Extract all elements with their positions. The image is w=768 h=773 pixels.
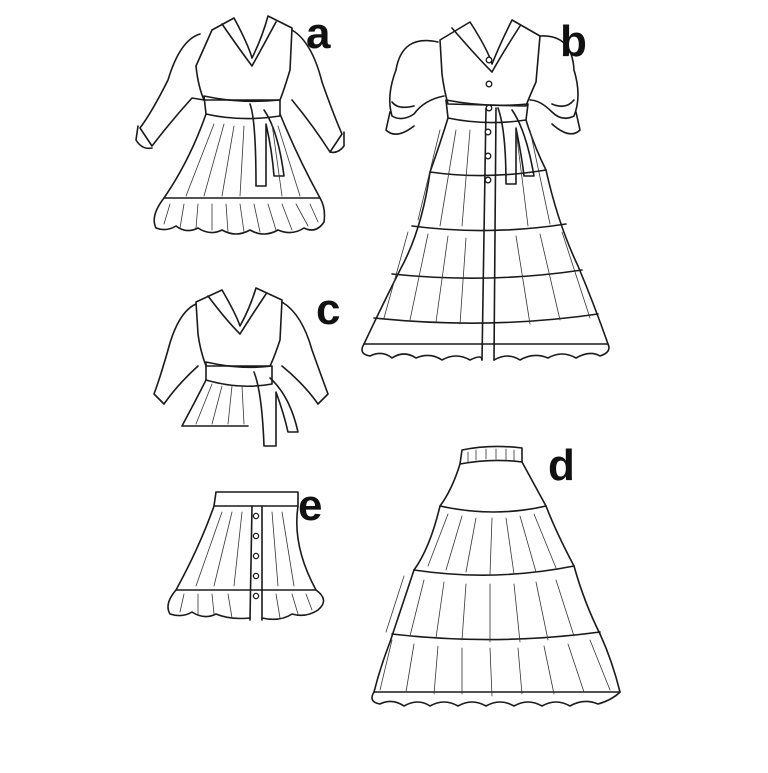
garment-d-maxi-skirt bbox=[371, 445, 621, 707]
label-b: b bbox=[560, 17, 587, 66]
garment-a-dress bbox=[135, 15, 345, 235]
label-a: a bbox=[306, 9, 331, 58]
label-e: e bbox=[298, 481, 323, 530]
garment-b-maxi-dress bbox=[361, 19, 610, 361]
garment-e-skirt bbox=[167, 491, 325, 621]
label-d: d bbox=[548, 441, 575, 490]
garment-c-blouse bbox=[153, 287, 329, 447]
garment-b-buttons bbox=[484, 56, 493, 184]
garment-e-buttons bbox=[252, 512, 260, 600]
label-c: c bbox=[316, 285, 341, 334]
